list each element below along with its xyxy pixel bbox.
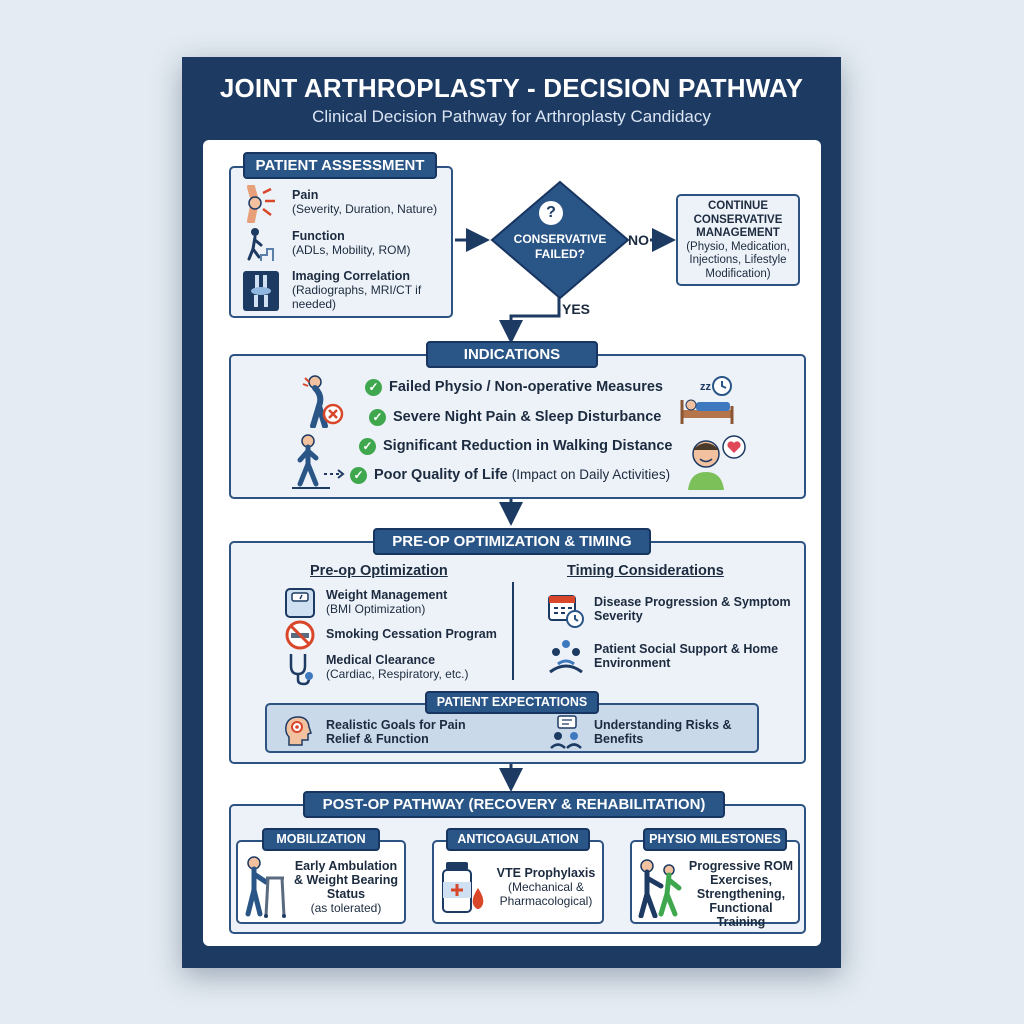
preop-optimization-heading: Pre-op Optimization <box>310 563 448 579</box>
assessment-item-imaging: Imaging Correlation (Radiographs, MRI/CT… <box>292 269 452 311</box>
mobilization-title: Early Ambulation & Weight Bearing Status <box>294 859 398 901</box>
head-goals-icon <box>285 716 312 746</box>
timing-considerations-heading: Timing Considerations <box>567 563 724 579</box>
calendar-clock-icon <box>548 595 584 628</box>
yes-label: YES <box>562 301 591 317</box>
indication-note: (Impact on Daily Activities) <box>511 467 671 482</box>
assessment-item-detail: (Severity, Duration, Nature) <box>292 202 438 216</box>
indication-item-quality-of-life: Poor Quality of Life (Impact on Daily Ac… <box>374 467 670 483</box>
conservative-box <box>676 194 800 286</box>
no-smoking-icon <box>285 620 315 650</box>
expectation-item-risks: Understanding Risks & Benefits <box>594 718 744 746</box>
postop-tag: POST-OP PATHWAY (RECOVERY & REHABILITATI… <box>303 791 725 818</box>
physio-content: Progressive ROM Exercises, Strengthening… <box>684 859 798 929</box>
physio-tag: PHYSIO MILESTONES <box>643 828 787 851</box>
anticoagulation-tag: ANTICOAGULATION <box>446 828 590 851</box>
assessment-item-detail: (Radiographs, MRI/CT if needed) <box>292 283 422 311</box>
walking-person-icon <box>292 434 345 489</box>
medication-blood-icon <box>442 862 484 913</box>
no-label: NO <box>628 232 649 248</box>
sleep-bed-icon: zz <box>680 376 734 424</box>
assessment-item-title: Function <box>292 229 345 243</box>
mobilization-content: Early Ambulation & Weight Bearing Status… <box>290 859 402 915</box>
indications-tag: INDICATIONS <box>426 341 598 368</box>
social-support-icon <box>549 640 583 674</box>
decision-question: CONSERVATIVE FAILED? <box>513 232 607 261</box>
conservative-content: CONTINUE CONSERVATIVE MANAGEMENT (Physio… <box>680 200 796 281</box>
assessment-item-pain: Pain (Severity, Duration, Nature) <box>292 188 452 216</box>
page-subtitle: Clinical Decision Pathway for Arthroplas… <box>312 107 711 126</box>
expectation-item-title: Understanding Risks & Benefits <box>594 718 732 746</box>
expectation-item-goals: Realistic Goals for Pain Relief & Functi… <box>326 718 476 746</box>
knee-pain-icon <box>247 185 275 223</box>
optimization-item-detail: (BMI Optimization) <box>326 602 426 616</box>
check-icon: ✓ <box>365 379 382 396</box>
optimization-item-title: Medical Clearance <box>326 653 436 667</box>
indication-item-night-pain: Severe Night Pain & Sleep Disturbance <box>393 409 662 425</box>
conservative-detail: (Physio, Medication, Injections, Lifesty… <box>686 240 790 280</box>
anticoagulation-content: VTE Prophylaxis (Mechanical & Pharmacolo… <box>490 866 602 908</box>
conservative-title: CONTINUE CONSERVATIVE MANAGEMENT <box>693 200 783 239</box>
check-icon: ✓ <box>359 438 376 455</box>
assessment-tag: PATIENT ASSESSMENT <box>243 152 437 179</box>
anticoagulation-detail: (Mechanical & Pharmacological) <box>499 880 593 908</box>
optimization-item-title: Smoking Cessation Program <box>326 627 497 641</box>
indication-item-failed-physio: Failed Physio / Non-operative Measures <box>389 379 663 395</box>
optimization-item-clearance: Medical Clearance (Cardiac, Respiratory,… <box>326 653 506 681</box>
check-icon: ✓ <box>350 467 367 484</box>
stairs-walking-icon <box>247 228 274 261</box>
happy-person-icon <box>688 435 746 490</box>
timing-item-disease-progression: Disease Progression & Symptom Severity <box>594 595 794 623</box>
assessment-item-detail: (ADLs, Mobility, ROM) <box>292 243 411 257</box>
timing-item-title: Patient Social Support & Home Environmen… <box>594 642 779 670</box>
indication-item-walking-distance: Significant Reduction in Walking Distanc… <box>383 438 673 454</box>
indication-title: Poor Quality of Life <box>374 467 508 483</box>
anticoagulation-title: VTE Prophylaxis <box>496 866 596 880</box>
mobilization-tag: MOBILIZATION <box>262 828 380 851</box>
optimization-item-weight: Weight Management (BMI Optimization) <box>326 588 506 616</box>
stethoscope-icon <box>289 654 313 686</box>
assessment-item-title: Imaging Correlation <box>292 269 411 283</box>
page-title: JOINT ARTHROPLASTY - DECISION PATHWAY <box>219 73 804 103</box>
discussion-icon <box>550 715 582 749</box>
preop-divider <box>512 582 514 680</box>
xray-icon <box>243 271 279 311</box>
back-pain-person-icon <box>302 375 344 428</box>
walker-icon <box>245 856 286 918</box>
expectations-tag: PATIENT EXPECTATIONS <box>425 691 599 714</box>
decision-diamond <box>490 180 630 300</box>
physiotherapy-icon <box>638 859 682 918</box>
optimization-item-smoking: Smoking Cessation Program <box>326 627 506 641</box>
assessment-item-title: Pain <box>292 188 319 202</box>
question-icon: ? <box>539 201 563 225</box>
physio-title: Progressive ROM Exercises, Strengthening… <box>688 859 794 929</box>
expectation-item-title: Realistic Goals for Pain Relief & Functi… <box>326 718 466 746</box>
check-icon: ✓ <box>369 409 386 426</box>
preop-tag: PRE-OP OPTIMIZATION & TIMING <box>373 528 651 555</box>
mobilization-detail: (as tolerated) <box>310 901 382 915</box>
optimization-item-title: Weight Management <box>326 588 448 602</box>
svg-text:zz: zz <box>700 381 712 393</box>
weight-scale-icon <box>285 588 315 618</box>
assessment-item-function: Function (ADLs, Mobility, ROM) <box>292 229 452 257</box>
optimization-item-detail: (Cardiac, Respiratory, etc.) <box>326 667 469 681</box>
timing-item-title: Disease Progression & Symptom Severity <box>594 595 791 623</box>
timing-item-social-support: Patient Social Support & Home Environmen… <box>594 642 794 670</box>
